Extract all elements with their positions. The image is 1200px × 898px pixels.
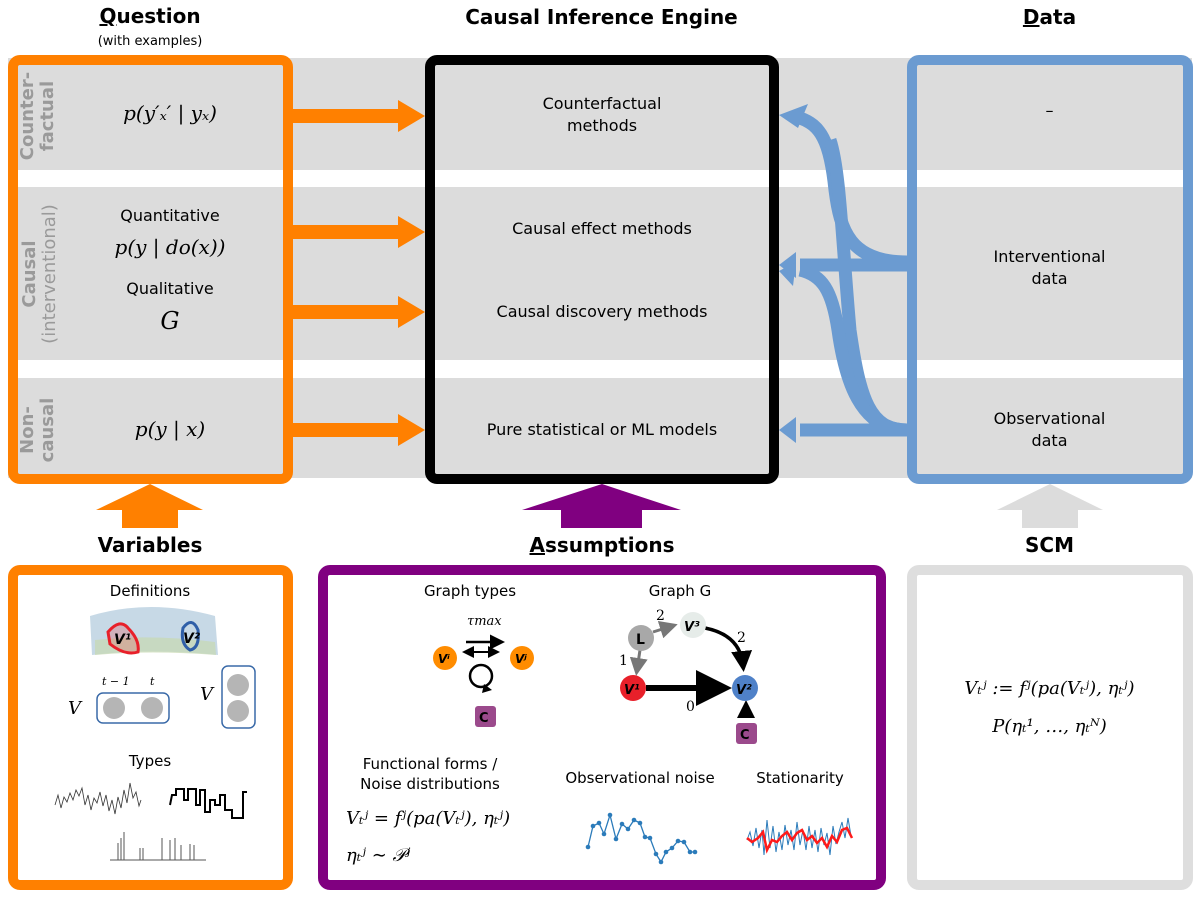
node-c-types xyxy=(475,706,496,727)
method-statistical-ml: Pure statistical or ML models xyxy=(486,420,718,439)
discrete-series xyxy=(169,788,247,819)
qualitative-label: Qualitative xyxy=(126,279,214,298)
region-v2 xyxy=(180,621,200,652)
assumptions-header: Assumptions xyxy=(529,533,675,557)
question-header: Question xyxy=(99,4,201,28)
types-label: Types xyxy=(128,752,172,770)
scm-box xyxy=(907,565,1193,890)
stationarity-noise-series xyxy=(746,817,852,856)
definitions-label: Definitions xyxy=(109,582,191,600)
scm-equation: Vₜʲ := fʲ(pa(Vₜʲ), ηₜʲ) xyxy=(964,678,1135,699)
arrow-question-to-counterfactual xyxy=(292,100,425,132)
t-minus-1-label: t − 1 xyxy=(102,675,130,688)
svg-text:V²: V² xyxy=(736,683,752,698)
svg-text:V¹: V¹ xyxy=(624,683,640,698)
qualitative-example: G xyxy=(160,307,180,335)
v-multi-label: V xyxy=(200,684,215,705)
engine-box xyxy=(425,55,779,484)
region-v1 xyxy=(106,622,140,655)
time-container xyxy=(96,692,170,724)
assumptions-box xyxy=(318,565,886,890)
svg-text:L: L xyxy=(636,632,645,648)
noncausal-example: p(y | x) xyxy=(134,417,206,441)
data-box xyxy=(907,55,1193,484)
quantitative-example: p(y | do(x)) xyxy=(114,235,226,259)
edge-label-V3-V2: 2 xyxy=(737,630,746,646)
graph-g-label: Graph G xyxy=(648,582,712,600)
method-causal-discovery: Causal discovery methods xyxy=(496,302,708,321)
data-header: Data xyxy=(1022,5,1077,29)
variables-box xyxy=(8,565,293,890)
node-t-minus-1 xyxy=(103,697,125,719)
v-time-label: V xyxy=(68,698,83,719)
node-V2 xyxy=(732,675,758,701)
counterfactual-example: p(y′ₓ′ | yₓ) xyxy=(123,101,217,125)
edge-V3-V2 xyxy=(704,626,753,672)
node-t xyxy=(141,697,163,719)
svg-text:C: C xyxy=(740,728,750,743)
arrow-observational-to-interventional xyxy=(798,263,908,437)
spike-series xyxy=(110,832,206,861)
scm-noise-joint: P(ηₜ¹, …, ηₜᴺ) xyxy=(992,716,1107,737)
svg-text:Vʲ: Vʲ xyxy=(515,652,527,666)
method-causal-effect: Causal effect methods xyxy=(512,219,692,238)
question-subtitle: (with examples) xyxy=(97,34,203,49)
question-box xyxy=(8,55,293,484)
functional-forms-label: Functional forms /Noise distributions xyxy=(360,755,500,793)
arrow-question-to-statistical xyxy=(292,414,425,446)
stationarity-trend-series xyxy=(746,826,854,854)
node-vi xyxy=(433,646,457,670)
v1-label: V¹ xyxy=(114,632,131,648)
tau-max-label: τmax xyxy=(467,614,502,629)
node-multi-2 xyxy=(227,700,249,722)
node-multi-1 xyxy=(227,674,249,696)
map-illustration xyxy=(90,607,218,655)
node-V3 xyxy=(680,612,706,638)
self-loop-edge xyxy=(468,663,494,689)
arrow-question-to-causal-discovery xyxy=(292,296,425,328)
arrow-assumptions-up xyxy=(522,484,681,528)
edge-L-V3 xyxy=(652,621,678,639)
arrow-scm-up xyxy=(997,484,1103,528)
svg-text:Vⁱ: Vⁱ xyxy=(438,652,450,666)
functional-form-equation: Vₜʲ = fʲ(pa(Vₜʲ), ηₜʲ) xyxy=(346,808,511,829)
t-label: t xyxy=(150,675,155,688)
variables-header: Variables xyxy=(97,533,203,557)
node-L xyxy=(628,625,654,651)
edge-label-V1-V2: 0 xyxy=(686,699,695,715)
band-counterfactual xyxy=(8,58,1192,170)
edge-label-L-V1: 1 xyxy=(619,653,628,669)
band-noncausal xyxy=(8,378,1192,478)
graph-types-label: Graph types xyxy=(423,582,517,600)
data-counterfactual: – xyxy=(1045,101,1054,120)
node-vj xyxy=(510,646,534,670)
continuous-series xyxy=(54,782,142,815)
edge-label-L-V3: 2 xyxy=(656,608,665,624)
quantitative-label: Quantitative xyxy=(120,206,220,225)
node-V1 xyxy=(620,675,646,701)
v2-label: V² xyxy=(183,631,201,647)
arrow-variables-up xyxy=(96,484,203,528)
noise-distribution-equation: ηₜʲ ∼ 𝒫ʲ xyxy=(346,845,411,866)
observational-noise-label: Observational noise xyxy=(565,769,715,787)
stationarity-label: Stationarity xyxy=(756,769,844,787)
engine-header: Causal Inference Engine xyxy=(465,5,738,29)
node-C xyxy=(736,723,757,744)
multivariate-container xyxy=(221,665,256,729)
arrow-question-to-causal-effect xyxy=(292,216,425,248)
svg-text:C: C xyxy=(479,711,489,726)
band-causal xyxy=(8,187,1192,360)
svg-text:V³: V³ xyxy=(684,620,700,635)
observational-noise-points xyxy=(585,812,698,865)
edge-L-V1 xyxy=(629,649,648,676)
scm-header: SCM xyxy=(1025,533,1074,557)
